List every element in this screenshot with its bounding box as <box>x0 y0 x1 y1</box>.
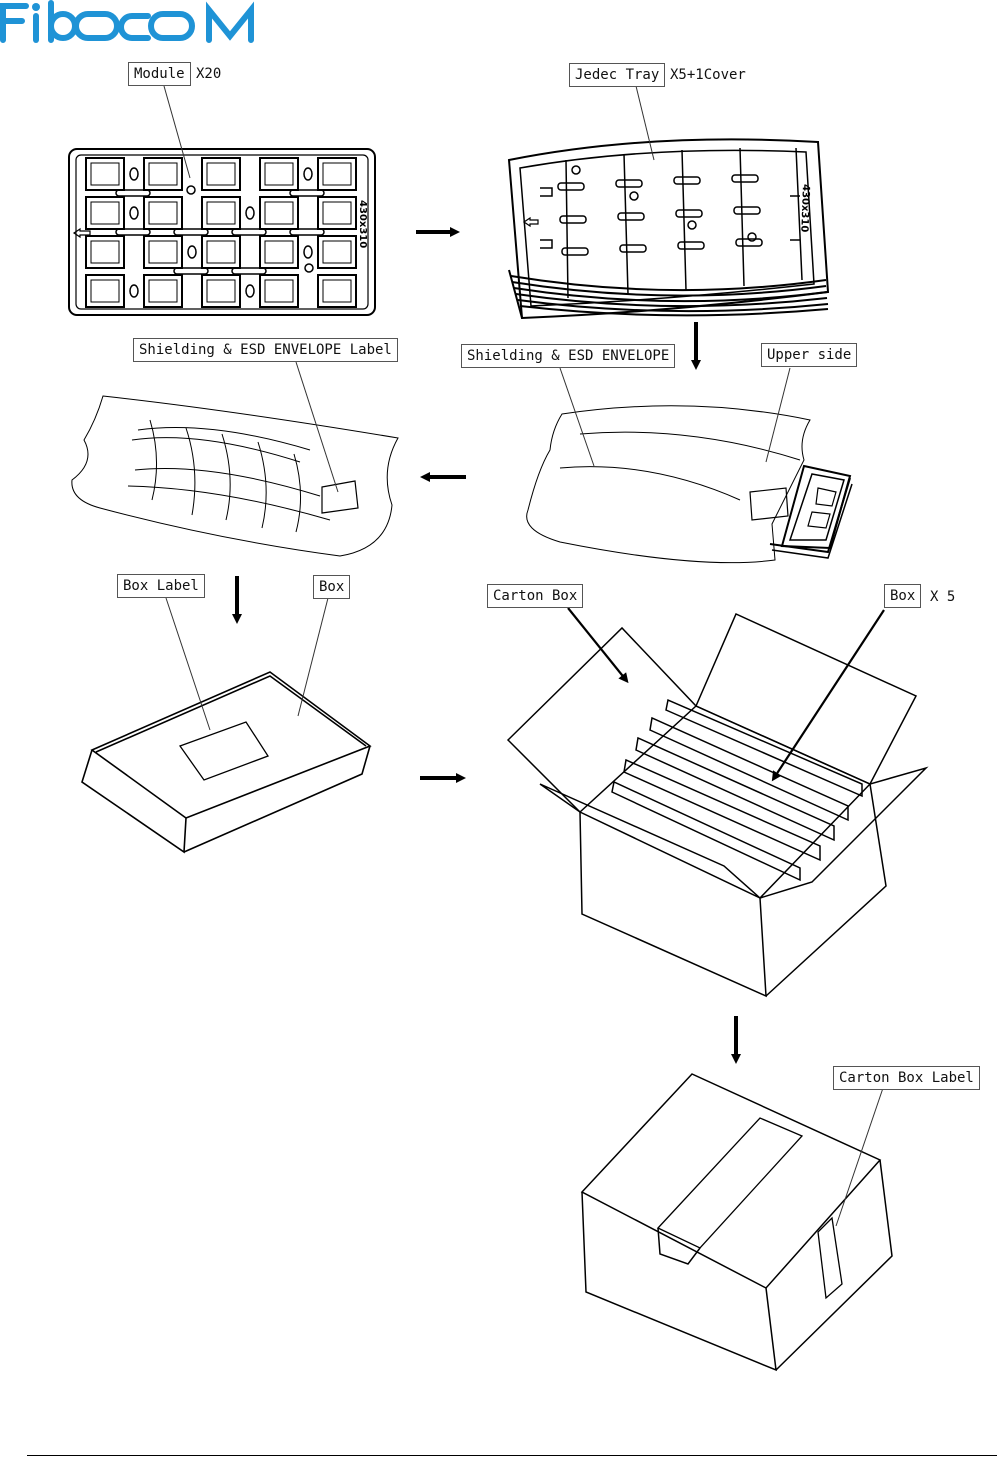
sealed-envelope-illustration <box>72 396 398 556</box>
label-box-label: Box Label <box>117 574 205 598</box>
label-box-x5: Box <box>884 584 921 608</box>
leader-lines <box>164 86 883 1226</box>
label-module: Module <box>128 62 191 86</box>
label-jedec-tray: Jedec Tray <box>569 63 665 87</box>
qty-module: X20 <box>196 63 221 85</box>
module-tray-marking: 430x310 <box>357 200 368 248</box>
label-envelope: Shielding & ESD ENVELOPE <box>461 344 675 368</box>
label-box: Box <box>313 575 350 599</box>
footer-rule <box>27 1455 997 1456</box>
envelope-with-tray-illustration <box>527 406 852 563</box>
open-carton-illustration <box>508 614 926 996</box>
jedec-tray-marking: 430x310 <box>798 184 811 233</box>
label-envelope-label: Shielding & ESD ENVELOPE Label <box>133 338 398 362</box>
box-illustration <box>82 672 370 852</box>
label-carton-box: Carton Box <box>487 584 583 608</box>
qty-box-x5: X 5 <box>930 586 955 608</box>
module-tray-illustration <box>69 149 375 315</box>
label-carton-box-label: Carton Box Label <box>833 1066 980 1090</box>
qty-jedec-tray: X5+1Cover <box>670 64 746 86</box>
jedec-tray-stack-illustration <box>509 139 828 318</box>
label-upper-side: Upper side <box>761 343 857 367</box>
closed-carton-illustration <box>582 1074 892 1370</box>
